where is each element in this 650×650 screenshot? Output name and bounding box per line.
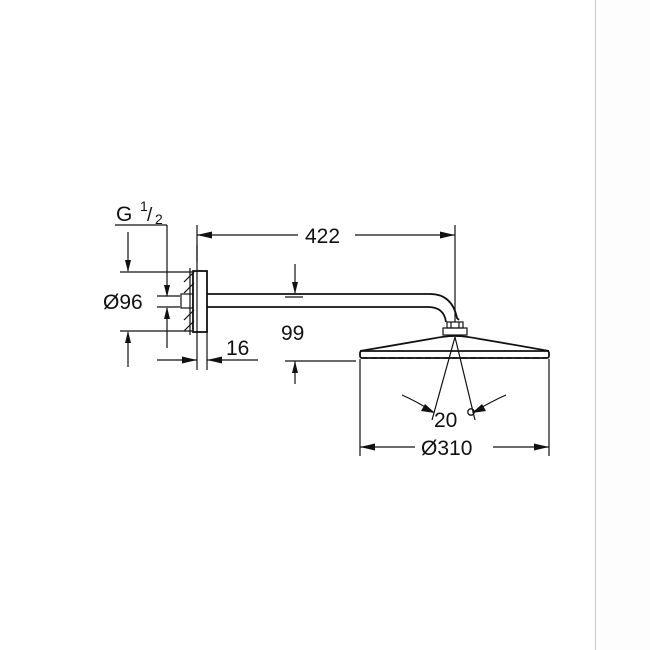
shower-arm <box>207 293 460 323</box>
right-edge-divider <box>595 0 596 650</box>
head-diameter-dimension: Ø310 <box>359 359 550 460</box>
arm-drop-label: 99 <box>281 322 304 345</box>
arm-drop-dimension: 99 <box>281 264 356 384</box>
flange-depth-dimension: 16 <box>157 332 258 370</box>
right-edge-panel <box>596 0 650 650</box>
thread-label-denominator: 2 <box>155 211 163 227</box>
tilt-angle-label: 20 <box>434 409 457 432</box>
flange-diameter-dimension: Ø96 <box>103 232 192 367</box>
thread-label-numerator: 1 <box>140 198 148 214</box>
thread-label: G 1 / 2 <box>115 198 170 297</box>
thread-label-prefix: G <box>116 203 132 226</box>
arm-projection-label: 422 <box>305 225 340 248</box>
degree-symbol <box>467 408 475 416</box>
shower-head <box>359 321 550 421</box>
flange-depth-label: 16 <box>226 337 249 360</box>
arm-projection-dimension: 422 <box>196 225 456 322</box>
wall-flange <box>180 245 208 370</box>
thread-label-slash: / <box>147 205 153 226</box>
tilt-angle-dimension: 20 <box>401 394 507 432</box>
head-diameter-label: Ø310 <box>421 437 472 460</box>
flange-diameter-label: Ø96 <box>103 291 143 314</box>
